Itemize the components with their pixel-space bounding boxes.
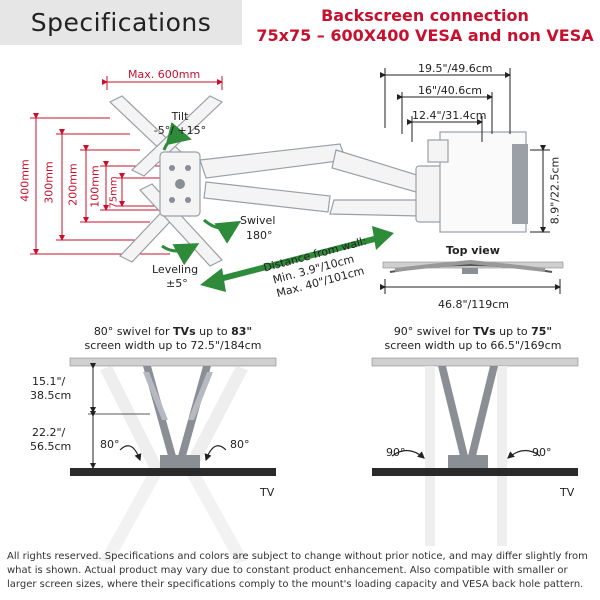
height-dimensions bbox=[30, 113, 170, 255]
right-caption-2: screen width up to 66.5"/169cm bbox=[384, 339, 562, 352]
tilt-range: -5°/ +15° bbox=[153, 124, 207, 137]
height-400-label: 400mm bbox=[18, 159, 32, 202]
left-dim-2b: 56.5cm bbox=[30, 440, 72, 453]
right-caption-tvs: TVs bbox=[473, 325, 496, 338]
left-caption-1: 80° swivel for TVs up to 83" bbox=[58, 325, 288, 338]
width-dimension bbox=[102, 76, 223, 90]
swivel-value: 180° bbox=[246, 229, 273, 242]
right-caption-size: 75" bbox=[531, 325, 553, 338]
side-dim-2: 16"/40.6cm bbox=[418, 84, 483, 97]
side-dim-3: 12.4"/31.4cm bbox=[412, 109, 487, 122]
right-tv-label: TV bbox=[560, 486, 575, 499]
left-angle-left: 80° bbox=[100, 438, 120, 451]
top-view-width: 46.8"/119cm bbox=[438, 298, 510, 311]
side-height-dim: 8.9"/22.5cm bbox=[548, 156, 562, 225]
left-dim-1b: 38.5cm bbox=[30, 389, 72, 402]
title-box: Specifications bbox=[0, 0, 242, 45]
height-300-label: 300mm bbox=[42, 161, 56, 204]
right-angle-left: 90° bbox=[386, 446, 406, 459]
right-swivel-drawing bbox=[371, 357, 579, 546]
leveling-label: Leveling bbox=[152, 263, 199, 276]
right-caption-1: 90° swivel for TVs up to 75" bbox=[358, 325, 588, 338]
swivel-label: Swivel bbox=[240, 214, 276, 227]
left-angle-right: 80° bbox=[230, 438, 250, 451]
distance-arrow bbox=[200, 226, 394, 292]
right-angle-right: 90° bbox=[532, 446, 552, 459]
top-view-title: Top view bbox=[446, 244, 500, 257]
left-caption-mid: up to bbox=[195, 325, 232, 338]
tilt-arrow-icon bbox=[162, 122, 192, 151]
swivel-arrow-icon bbox=[203, 218, 242, 244]
page-title: Specifications bbox=[30, 8, 212, 37]
right-caption-mid: up to bbox=[495, 325, 532, 338]
top-view-drawing bbox=[380, 259, 564, 294]
height-100-label: 100mm bbox=[88, 165, 102, 208]
tilt-label: Tilt bbox=[171, 110, 189, 123]
right-caption-pre: 90° swivel for bbox=[393, 325, 474, 338]
backscreen-headline: Backscreen connection 75x75 – 600X400 VE… bbox=[240, 6, 600, 46]
side-dimensions bbox=[380, 68, 550, 233]
mount-arms bbox=[199, 131, 528, 233]
left-dim-1a: 15.1"/ bbox=[32, 375, 66, 388]
left-dim-2a: 22.2"/ bbox=[32, 426, 66, 439]
leveling-arrow-icon bbox=[161, 243, 200, 266]
height-200-label: 200mm bbox=[66, 163, 80, 206]
left-caption-tvs: TVs bbox=[173, 325, 196, 338]
side-dim-1: 19.5"/49.6cm bbox=[418, 62, 493, 75]
footer-disclaimer: All rights reserved. Specifications and … bbox=[7, 551, 588, 590]
height-75-label: 75mm bbox=[108, 176, 120, 209]
left-tv-label: TV bbox=[260, 486, 275, 499]
left-caption-size: 83" bbox=[231, 325, 253, 338]
left-caption-2: screen width up to 72.5"/184cm bbox=[84, 339, 262, 352]
width-label: Max. 600mm bbox=[128, 68, 201, 81]
headline-line-1: Backscreen connection bbox=[321, 6, 529, 25]
left-swivel-drawing bbox=[69, 357, 277, 564]
headline-line-2: 75x75 – 600X400 VESA and non VESA bbox=[256, 26, 594, 45]
left-caption-pre: 80° swivel for bbox=[93, 325, 174, 338]
leveling-value: ±5° bbox=[166, 277, 188, 290]
